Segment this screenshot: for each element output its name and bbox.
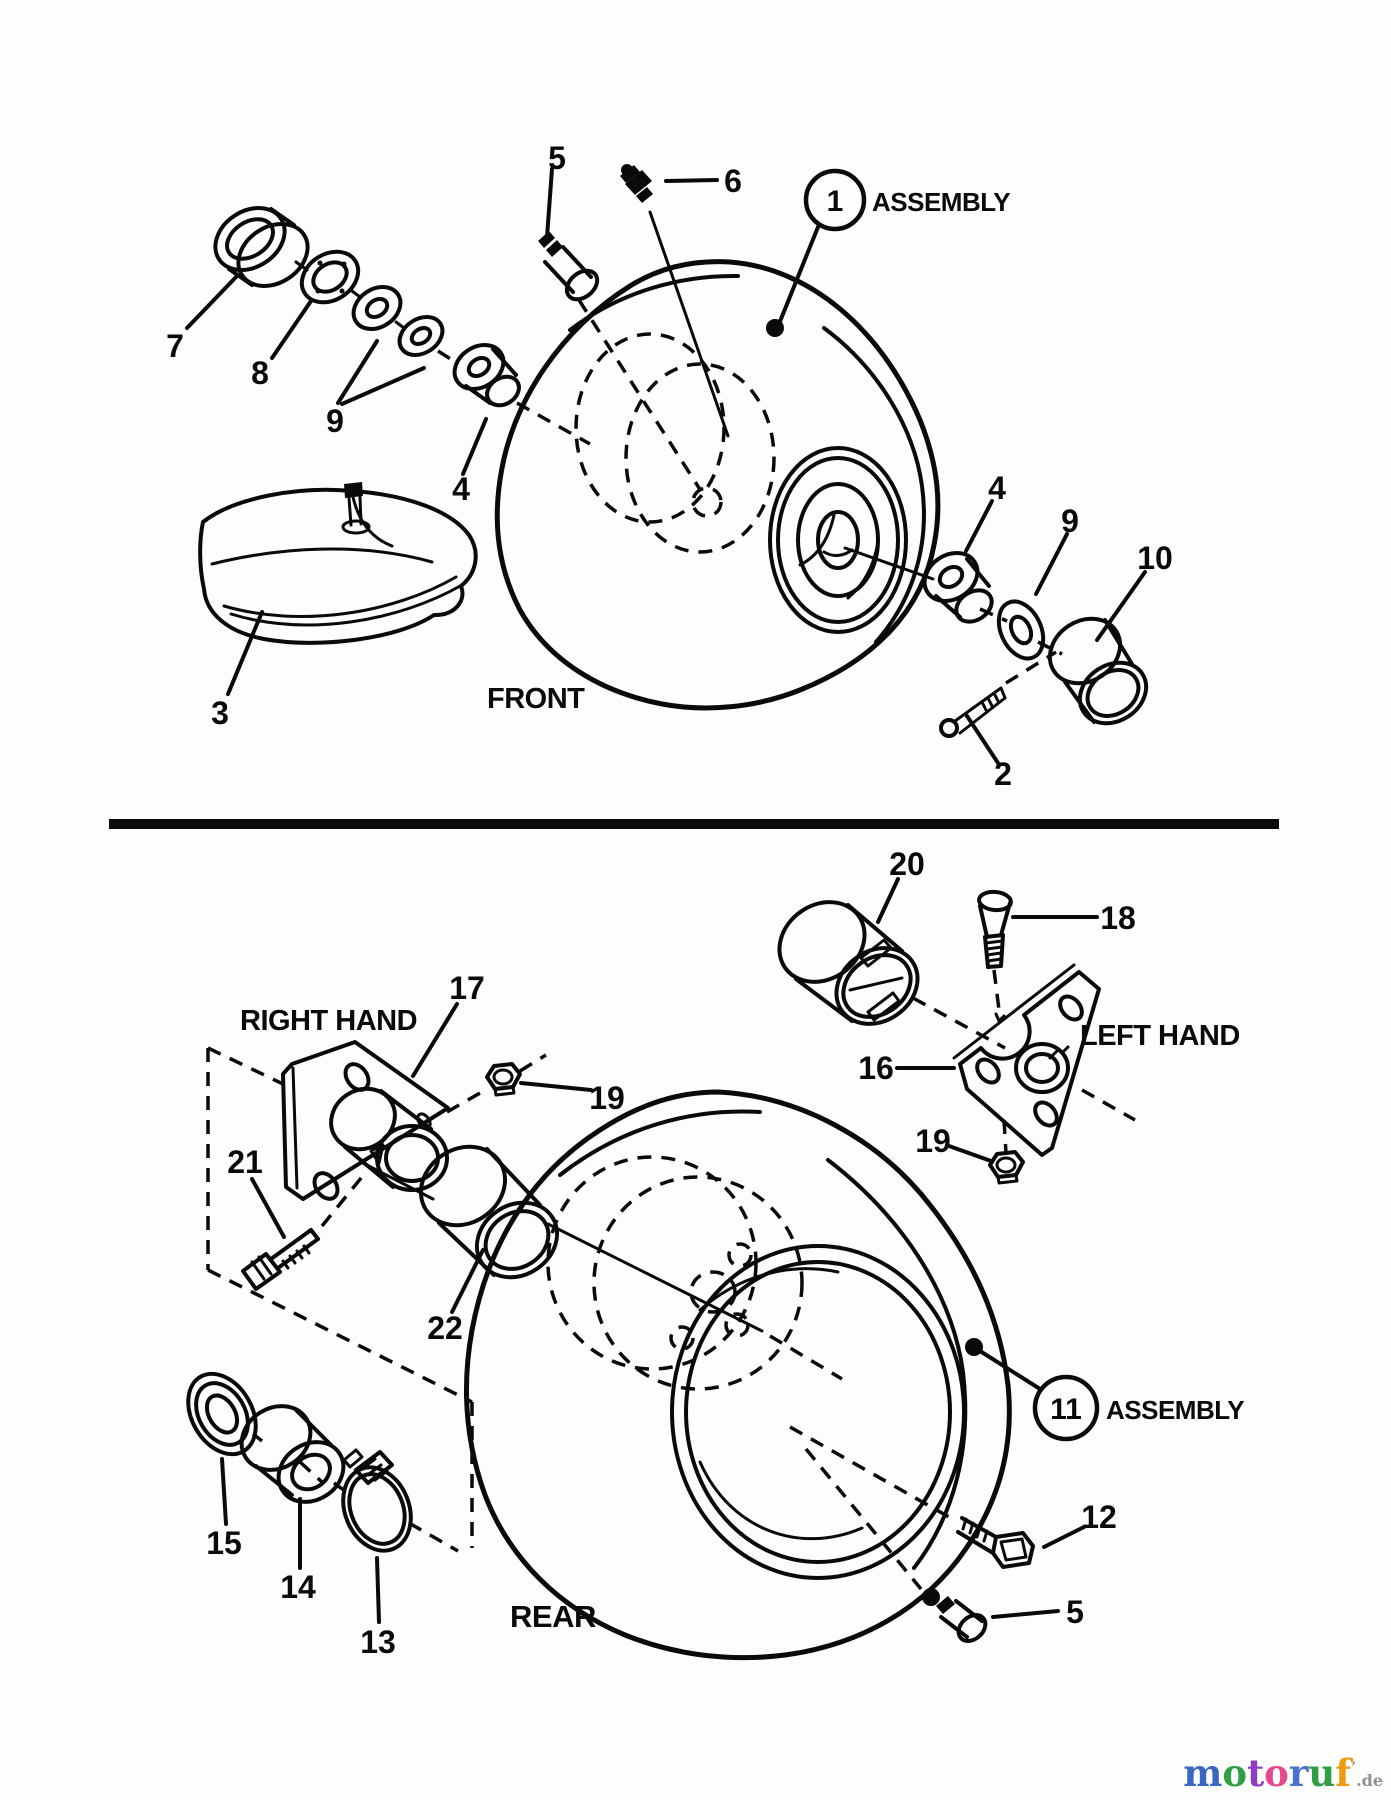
part-22-sleeve xyxy=(418,1144,560,1280)
part-8-bearing xyxy=(299,249,361,305)
part-label-10: 10 xyxy=(1137,540,1173,576)
part-label-15: 15 xyxy=(206,1525,242,1561)
part-label-3: 3 xyxy=(211,695,229,731)
part-17-right-hand-bracket xyxy=(281,1040,450,1201)
front-rim xyxy=(768,446,908,634)
part-9-washer-right xyxy=(996,599,1046,661)
front-tire xyxy=(494,259,941,711)
assembly-11-pointer-dot xyxy=(965,1338,983,1356)
part-4-bushing-right xyxy=(922,551,994,624)
part-6-grease-fitting xyxy=(620,164,653,203)
part-label-14: 14 xyxy=(280,1569,316,1605)
part-18-bolt xyxy=(977,889,1013,969)
part-2-cotter-pin xyxy=(939,686,1007,738)
logo-letter: o xyxy=(1222,1751,1248,1795)
part-label-16: 16 xyxy=(858,1050,894,1086)
part-7-bearing-cup xyxy=(213,206,310,288)
part-label-12: 12 xyxy=(1081,1499,1117,1535)
part-label-5-front: 5 xyxy=(548,140,566,176)
logo-trademark-tick: ’ xyxy=(1351,1760,1357,1776)
assembly-1-number: 1 xyxy=(827,185,844,218)
logo-letter: t xyxy=(1247,1751,1265,1795)
left-hand-label: LEFT HAND xyxy=(1080,1020,1240,1052)
logo-letter: u xyxy=(1308,1751,1336,1795)
part-label-13: 13 xyxy=(360,1624,396,1660)
assembly-1-pointer-dot xyxy=(766,319,784,337)
logo-domain-suffix: .de xyxy=(1356,1771,1383,1790)
part-13-hose-clamp xyxy=(341,1448,413,1553)
part-5-valve-stem-front xyxy=(538,231,600,302)
logo-letter: m xyxy=(1183,1751,1223,1795)
part-label-4-right: 4 xyxy=(988,470,1006,506)
front-section-label: FRONT xyxy=(487,683,585,715)
rear-rim xyxy=(670,1244,966,1580)
part-16-left-hand-bracket xyxy=(952,963,1101,1157)
rear-alignment-lines xyxy=(251,969,1136,1591)
part-20-slotted-coupler xyxy=(777,900,920,1026)
ghost-outline-dashed xyxy=(206,1046,474,1548)
assembly-11-callout: 11 ASSEMBLY xyxy=(1032,1374,1245,1442)
logo-letter: f xyxy=(1335,1751,1352,1795)
part-label-9-right: 9 xyxy=(1061,503,1079,539)
part-5-valve-stem-rear xyxy=(922,1588,988,1643)
part-label-18: 18 xyxy=(1100,900,1136,936)
part-label-21: 21 xyxy=(227,1144,263,1180)
part-9-washers-left xyxy=(351,285,445,357)
part-label-6: 6 xyxy=(724,163,742,199)
part-label-22: 22 xyxy=(427,1310,463,1346)
part-4-bushing-left xyxy=(452,343,521,408)
right-hand-label: RIGHT HAND xyxy=(240,1005,417,1037)
front-leader-lines xyxy=(185,167,1147,765)
part-label-7: 7 xyxy=(166,328,184,364)
part-14-bushing xyxy=(239,1404,346,1504)
assembly-1-label: ASSEMBLY xyxy=(872,187,1010,217)
part-3-inner-tube xyxy=(198,482,478,645)
front-hidden-hub xyxy=(574,332,776,554)
rear-wheel-assembly-illustration: 11 ASSEMBLY 20 18 16 19 17 19 21 22 15 1… xyxy=(186,846,1245,1661)
logo-letter: r xyxy=(1288,1751,1309,1795)
part-label-8: 8 xyxy=(251,355,269,391)
assembly-11-label: ASSEMBLY xyxy=(1106,1395,1244,1425)
rear-leader-lines xyxy=(220,877,1099,1624)
part-label-19-right: 19 xyxy=(915,1123,951,1159)
part-label-9-left: 9 xyxy=(326,403,344,439)
section-divider xyxy=(109,819,1279,829)
front-alignment-lines xyxy=(294,210,1063,685)
rear-tire xyxy=(463,1089,1012,1661)
part-label-17: 17 xyxy=(449,970,485,1006)
motoruf-logo: motoruf’.de xyxy=(1183,1748,1383,1800)
assembly-11-number: 11 xyxy=(1050,1393,1082,1426)
part-19-nut-left xyxy=(485,1062,522,1097)
part-label-2: 2 xyxy=(994,756,1012,792)
front-wheel-assembly-illustration: 1 ASSEMBLY 5 6 7 8 9 4 3 4 9 10 2 FRONT xyxy=(166,140,1173,792)
logo-letter: o xyxy=(1264,1751,1289,1795)
part-label-20: 20 xyxy=(889,846,925,882)
part-label-19-left: 19 xyxy=(589,1080,625,1116)
part-label-4-left: 4 xyxy=(452,471,470,507)
part-19-nut-right xyxy=(988,1150,1025,1185)
rear-section-label: REAR xyxy=(510,1599,596,1634)
part-10-bushing xyxy=(1047,616,1149,726)
assembly-1-callout: 1 ASSEMBLY xyxy=(803,168,1011,232)
part-12-bolt xyxy=(956,1516,1035,1569)
part-21-bolt xyxy=(241,1228,320,1291)
part-label-5-rear: 5 xyxy=(1066,1594,1084,1630)
